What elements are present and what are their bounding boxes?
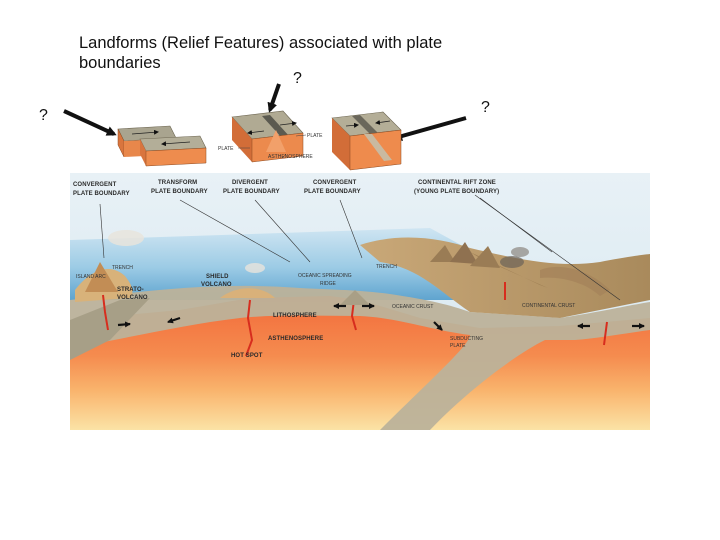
question-mark-right: ? [481,99,490,116]
label-island-arc: ISLAND ARC [76,274,106,280]
label-convergent-left-1: CONVERGENT [73,182,117,188]
label-subducting-plate-2: PLATE [450,343,466,349]
block-label-asthenosphere: ASTHENOSPHERE [268,154,313,160]
block-label-plate-lower: PLATE [218,146,234,152]
left-subducting-slab [70,298,150,360]
continent-right [360,237,650,318]
question-mark-left: ? [39,107,48,124]
label-oceanic-crust: OCEANIC CRUST [392,304,433,310]
label-asthenosphere: ASTHENOSPHERE [268,336,323,342]
label-trench-right: TRENCH [376,264,397,270]
slide-title: Landforms (Relief Features) associated w… [79,34,443,72]
pointer-arrow-left [63,109,117,136]
label-convergent-right-1: CONVERGENT [313,180,357,186]
question-mark-top: ? [293,70,302,87]
label-divergent-1: DIVERGENT [232,180,268,186]
label-shield-volcano-1: SHIELD [206,274,229,280]
label-transform-1: TRANSFORM [158,180,197,186]
pointer-arrow-top [267,83,281,113]
block-label-plate-upper: PLATE [307,133,323,139]
label-trench-left: TRENCH [112,265,133,271]
label-subducting-plate-1: SUBDUCTING [450,336,483,342]
label-rift-zone-1: CONTINENTAL RIFT ZONE [418,180,496,186]
label-divergent-2: PLATE BOUNDARY [223,189,280,195]
transform-block [117,125,207,167]
boundary-block-diagrams: PLATE PLATE ASTHENOSPHERE [63,83,467,171]
label-continental-crust: CONTINENTAL CRUST [522,303,575,309]
label-strato-volcano-1: STRATO- [117,287,144,293]
shield-volcano-shape [220,288,275,298]
label-lithosphere: LITHOSPHERE [273,313,317,319]
label-transform-2: PLATE BOUNDARY [151,189,208,195]
label-convergent-left-2: PLATE BOUNDARY [73,191,130,197]
convergent-block [331,111,402,171]
lithosphere-plate [70,285,650,430]
label-rift-zone-2: (YOUNG PLATE BOUNDARY) [414,189,499,195]
label-convergent-right-2: PLATE BOUNDARY [304,189,361,195]
label-strato-volcano-2: VOLCANO [117,295,148,301]
divergent-block [231,110,307,163]
label-hot-spot: HOT SPOT [231,353,263,359]
label-spreading-ridge-1: OCEANIC SPREADING [298,273,352,279]
pointer-arrow-right [392,116,467,141]
label-shield-volcano-2: VOLCANO [201,282,232,288]
label-spreading-ridge-2: RIDGE [320,281,337,287]
